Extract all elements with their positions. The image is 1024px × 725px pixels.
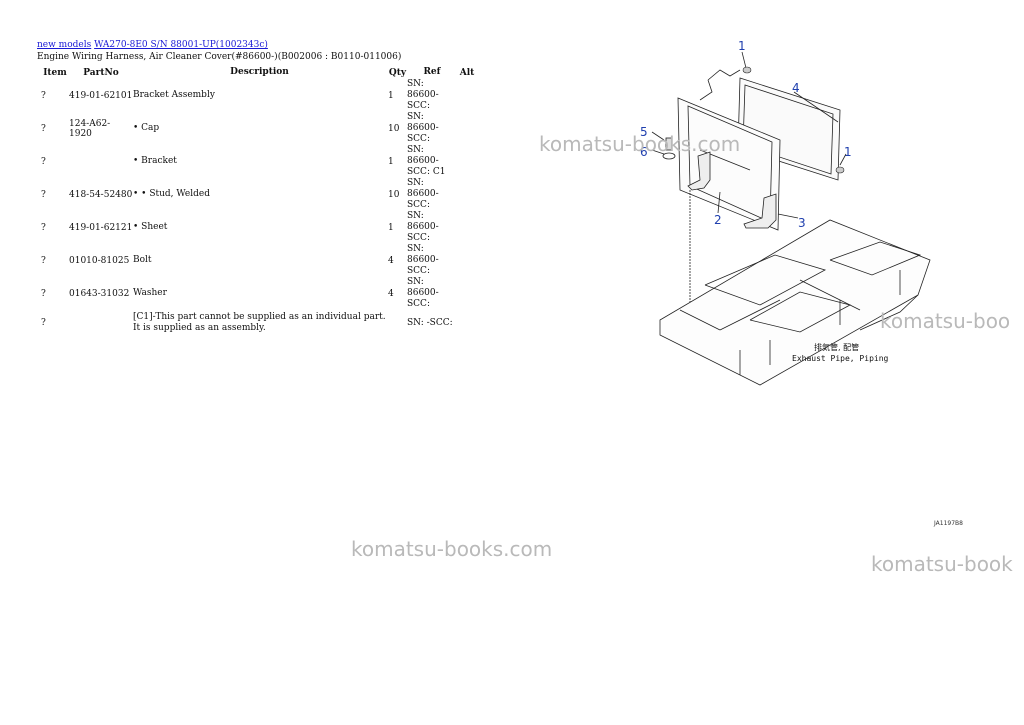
callout-6: 6 [640,145,648,159]
cell-qty: 1 [388,90,394,101]
cell-alt [457,112,477,145]
cell-item: ? [41,90,46,101]
callout-3: 3 [798,216,806,230]
callout-1-top: 1 [738,39,746,53]
cell-alt [457,244,477,277]
cell-description: • Sheet [133,222,168,232]
cell-qty: 10 [388,189,400,200]
diagram-caption-jp: 排気管, 配管 [814,342,859,352]
callout-5: 5 [640,125,648,139]
cell-partno: 418-54-52480 [69,189,133,200]
cell-partno: 01643-31032 [69,288,130,299]
cell-ref: SN: 86600-SCC: [407,178,439,210]
cell-item: ? [41,288,46,299]
watermark: komatsu-books.com [351,537,553,561]
cell-alt [457,310,477,336]
table-row: ? 01643-31032 Washer 4 SN: 86600-SCC: [37,277,477,310]
cell-description: • Bracket [133,156,177,166]
bracket-plate [677,97,781,231]
cell-description: [C1]-This part cannot be supplied as an … [133,312,386,333]
header-description: Description [230,67,289,77]
cell-item: ? [41,123,46,134]
watermark: komatsu-book [871,552,1013,576]
foot-bracket-left [687,151,711,191]
cell-partno: 01010-81025 [69,255,130,266]
cell-qty: 4 [388,288,394,299]
callout-4: 4 [792,81,800,95]
cell-item: ? [41,318,46,328]
cell-ref: SN: 86600-SCC: C1 [407,145,446,177]
cell-ref: SN: -SCC: [407,317,453,328]
breadcrumb-link-new-models[interactable]: new models [37,40,92,50]
cell-qty [386,310,407,336]
cap-right [835,166,845,174]
cell-description: Bolt [133,255,152,265]
cell-qty: 1 [388,222,394,233]
header-partno: PartNo [83,67,119,78]
cell-description: Washer [133,288,167,298]
cell-ref: SN: 86600-SCC: [407,277,439,309]
cell-qty: 1 [388,156,394,167]
bolt [665,137,673,151]
cell-partno: 124-A62-1920 [69,118,111,139]
table-row: ? • Bracket 1 SN: 86600-SCC: C1 [37,145,477,178]
diagram-caption-en: Exhaust Pipe, Piping [792,354,889,363]
table-row: ? 418-54-52480 • • Stud, Welded 10 SN: 8… [37,178,477,211]
parts-diagram: 1 4 5 6 1 2 3 排気管, 配管 Exhaust Pipe, Pipi… [640,39,931,386]
connector-line [707,69,741,81]
cell-ref: SN: 86600-SCC: [407,244,439,276]
watermark: komatsu-books.com [539,132,741,156]
table-row: ? 124-A62-1920 • Cap 10 SN: 86600-SCC: [37,112,477,145]
cell-partno: 419-01-62101 [69,90,133,101]
table-row: ? 419-01-62121 • Sheet 1 SN: 86600-SCC: [37,211,477,244]
cell-alt [457,178,477,211]
washer [662,152,676,160]
cell-description: Bracket Assembly [133,90,215,100]
breadcrumb-link-model[interactable]: WA270-8E0 S/N 88001-UP(1002343c) [94,40,268,50]
cell-partno [69,310,133,336]
callout-2: 2 [714,213,722,227]
table-header-row: Item PartNo Description Qty Ref Alt [37,66,477,79]
cell-ref: SN: 86600-SCC: [407,112,439,144]
cell-item: ? [41,255,46,266]
watermark: komatsu-boo [880,309,1011,333]
header-item: Item [43,67,67,78]
cell-item: ? [41,222,46,233]
header-qty: Qty [388,67,407,78]
cell-alt [457,79,477,112]
foot-bracket-right [743,193,777,229]
header-ref: Ref [423,67,441,77]
cell-qty: 4 [388,255,394,266]
cell-ref: SN: 86600-SCC: [407,79,439,111]
breadcrumb: new models WA270-8E0 S/N 88001-UP(100234… [37,40,268,50]
cell-description: • Cap [133,123,160,133]
cell-item: ? [41,156,46,167]
header-alt: Alt [459,67,475,78]
cell-description: • • Stud, Welded [133,189,210,199]
callout-1-right: 1 [844,145,852,159]
table-row: ? 01010-81025 Bolt 4 SN: 86600-SCC: [37,244,477,277]
cell-alt [457,145,477,178]
cell-alt [457,277,477,310]
parts-table: Item PartNo Description Qty Ref Alt ? 41… [37,66,477,336]
diagram-code: JA1197B8 [934,520,963,527]
table-row: ? 419-01-62101 Bracket Assembly 1 SN: 86… [37,79,477,112]
cap-top [742,66,752,74]
table-row: ? [C1]-This part cannot be supplied as a… [37,310,477,336]
cell-item: ? [41,189,46,200]
cell-alt [457,211,477,244]
cell-partno [69,145,133,178]
cell-partno: 419-01-62121 [69,222,133,233]
page-subtitle: Engine Wiring Harness, Air Cleaner Cover… [37,52,402,62]
cell-qty: 10 [388,123,400,134]
cell-ref: SN: 86600-SCC: [407,211,439,243]
